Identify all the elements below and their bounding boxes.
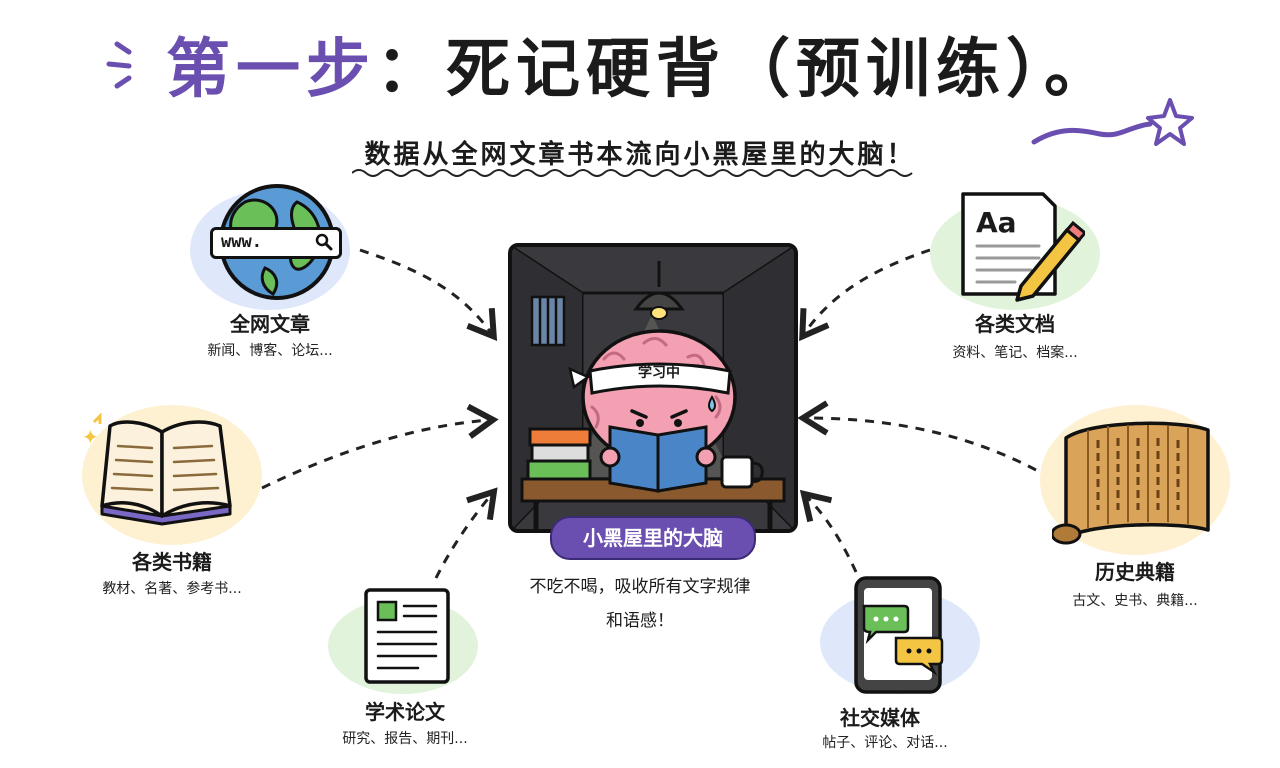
- arrow-history: [797, 400, 1037, 472]
- headband-text: 学习中: [638, 365, 680, 381]
- title-prefix: 第一步: [166, 33, 376, 107]
- scroll-icon: [1052, 421, 1210, 545]
- books-label: 各类书籍: [132, 550, 212, 574]
- papers-sub: 研究、报告、期刊...: [342, 731, 468, 747]
- sparkle-icon: ✦: [82, 425, 99, 449]
- web-label: 全网文章: [230, 312, 310, 336]
- open-book-icon: [92, 412, 232, 526]
- room-scene: [512, 247, 794, 529]
- sparkle-lines-icon: [106, 41, 132, 89]
- arrow-papers: [434, 487, 498, 579]
- history-label: 历史典籍: [1095, 560, 1175, 584]
- center-label: 小黑屋里的大脑: [550, 516, 756, 560]
- squiggle-star-icon: [1031, 98, 1194, 146]
- arrow-books: [261, 403, 499, 490]
- paper-icon: [364, 588, 450, 684]
- phone-chat-icon: [854, 576, 944, 694]
- center-desc-line1: 不吃不喝，吸收所有文字规律: [529, 577, 751, 597]
- dark-room: 学习中: [508, 243, 798, 533]
- social-sub: 帖子、评论、对话...: [822, 735, 948, 751]
- docs-sub: 资料、笔记、档案...: [952, 345, 1078, 361]
- web-sub: 新闻、博客、论坛...: [207, 343, 333, 359]
- search-icon: [315, 233, 333, 251]
- center-description: 不吃不喝，吸收所有文字规律 和语感！: [470, 570, 810, 638]
- document-pencil-icon: [961, 192, 1085, 302]
- center-desc-line2: 和语感！: [606, 611, 674, 631]
- page-title: 第一步：死记硬背（预训练）。: [0, 18, 1280, 110]
- history-sub: 古文、史书、典籍...: [1072, 593, 1198, 609]
- books-sub: 教材、名著、参考书...: [102, 581, 242, 597]
- social-label: 社交媒体: [840, 706, 920, 730]
- arrow-web: [359, 248, 498, 342]
- url-text: www.: [221, 232, 262, 252]
- papers-label: 学术论文: [365, 700, 445, 724]
- arrow-docs: [799, 248, 931, 342]
- arrow-social: [799, 489, 858, 573]
- subtitle: 数据从全网文章书本流向小黑屋里的大脑！: [364, 140, 916, 170]
- docs-icon-text: Aa: [976, 206, 1017, 239]
- title-rest: ：死记硬背（预训练）。: [376, 33, 1114, 107]
- url-bar: www.: [210, 227, 342, 259]
- subtitle-underline: [352, 169, 913, 177]
- docs-label: 各类文档: [975, 312, 1055, 336]
